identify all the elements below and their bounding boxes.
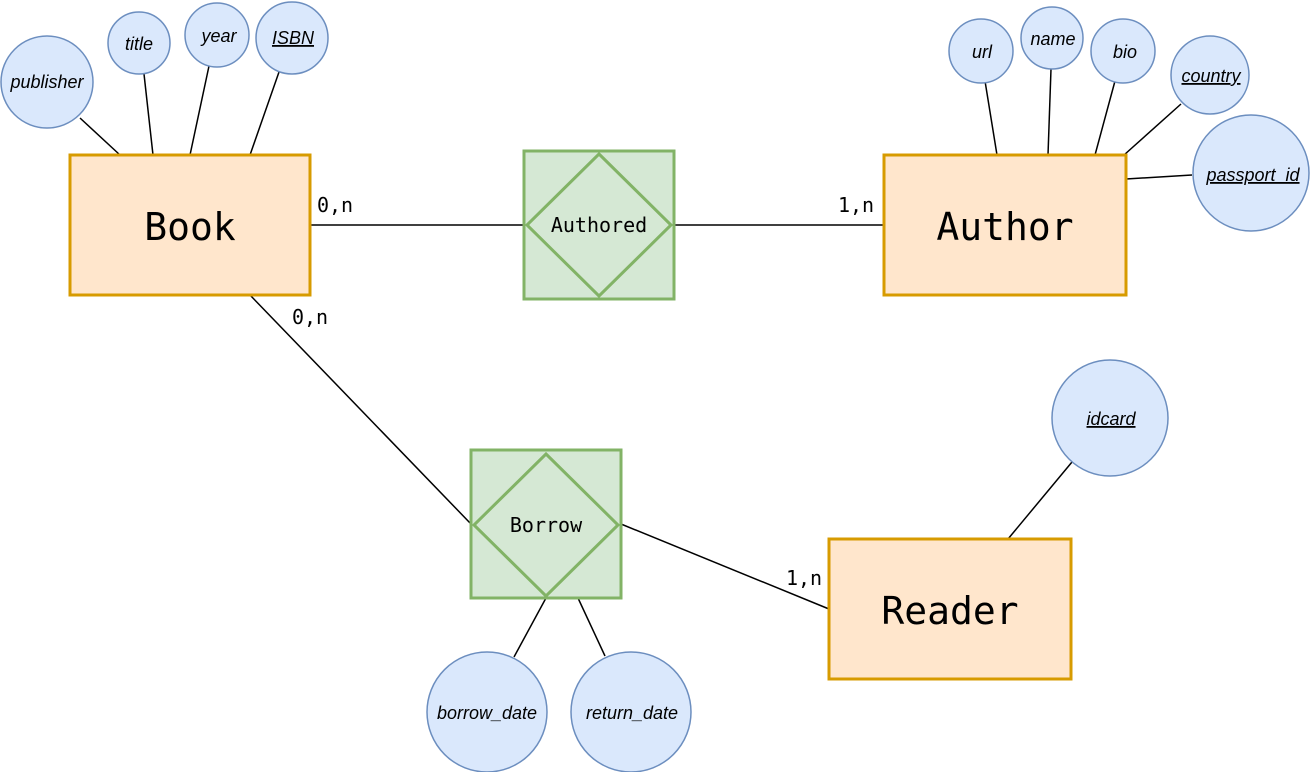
attribute-ellipse bbox=[107, 11, 171, 75]
edge-author-name bbox=[1047, 68, 1052, 156]
attribute-country[interactable]: country bbox=[1170, 35, 1250, 115]
attribute-label: bio bbox=[1113, 42, 1137, 62]
attribute-label-key: country bbox=[1181, 66, 1241, 86]
connector-lines bbox=[79, 65, 1193, 658]
attribute-label-key: idcard bbox=[1086, 409, 1136, 429]
relationship-diamond bbox=[524, 151, 674, 299]
edge-borrow-borrowdate bbox=[513, 597, 547, 658]
relationship-label: Borrow bbox=[510, 513, 583, 537]
edge-book-publisher bbox=[79, 117, 121, 156]
attribute-label: borrow_date bbox=[437, 703, 537, 723]
attribute-label: url bbox=[972, 42, 993, 62]
entity-box bbox=[882, 153, 1128, 297]
edge-author-country bbox=[1123, 103, 1182, 156]
entity-reader[interactable]: Reader bbox=[827, 537, 1073, 681]
attribute-ellipse bbox=[1020, 6, 1084, 70]
entity-author[interactable]: Author bbox=[882, 153, 1128, 297]
entity-box bbox=[68, 153, 312, 297]
attribute-bio[interactable]: bio bbox=[1090, 18, 1156, 84]
attribute-return-date[interactable]: return_date bbox=[570, 651, 692, 772]
edge-borrow-reader bbox=[620, 523, 830, 610]
attribute-isbn[interactable]: ISBN bbox=[255, 1, 329, 75]
attribute-name[interactable]: name bbox=[1020, 6, 1084, 70]
edge-book-borrow bbox=[249, 294, 472, 525]
relationship-diamond bbox=[471, 451, 621, 599]
attribute-label: name bbox=[1030, 29, 1075, 49]
attribute-ellipse bbox=[1051, 359, 1169, 477]
entity-label: Author bbox=[936, 205, 1073, 249]
attribute-ellipse bbox=[184, 2, 250, 68]
attribute-passport-id[interactable]: passport_id bbox=[1192, 114, 1310, 232]
attribute-label: year bbox=[199, 26, 237, 46]
attribute-ellipse bbox=[1192, 114, 1310, 232]
attribute-ellipse bbox=[426, 651, 548, 772]
attribute-label-key: passport_id bbox=[1205, 165, 1300, 185]
attribute-publisher[interactable]: publisher bbox=[0, 35, 94, 129]
edge-author-bio bbox=[1094, 80, 1116, 156]
attribute-idcard[interactable]: idcard bbox=[1051, 359, 1169, 477]
attribute-ellipse bbox=[1170, 35, 1250, 115]
edge-reader-idcard bbox=[1007, 461, 1073, 540]
attribute-year[interactable]: year bbox=[184, 2, 250, 68]
entity-label: Reader bbox=[881, 589, 1018, 633]
edge-author-passport bbox=[1125, 174, 1193, 180]
cardinality-reader-borrow: 1,n bbox=[786, 566, 822, 590]
attribute-title[interactable]: title bbox=[107, 11, 171, 75]
attribute-ellipse bbox=[255, 1, 329, 75]
attribute-ellipse bbox=[0, 35, 94, 129]
attribute-label: return_date bbox=[586, 703, 678, 723]
entity-book[interactable]: Book bbox=[68, 153, 312, 297]
edge-book-year bbox=[189, 65, 210, 156]
relationship-borrow[interactable]: Borrow bbox=[469, 448, 623, 600]
cardinality-author-authored: 1,n bbox=[838, 193, 874, 217]
edge-author-url bbox=[984, 80, 998, 156]
relationship-box bbox=[522, 149, 676, 301]
relationship-label: Authored bbox=[551, 213, 647, 237]
attribute-ellipse bbox=[570, 651, 692, 772]
cardinality-book-borrow: 0,n bbox=[292, 305, 328, 329]
attribute-url[interactable]: url bbox=[948, 18, 1014, 84]
relationship-authored[interactable]: Authored bbox=[522, 149, 676, 301]
attribute-label: title bbox=[125, 34, 153, 54]
relationship-box bbox=[469, 448, 623, 600]
attribute-ellipse bbox=[1090, 18, 1156, 84]
attribute-label: publisher bbox=[9, 72, 84, 92]
entity-box bbox=[827, 537, 1073, 681]
attribute-borrow-date[interactable]: borrow_date bbox=[426, 651, 548, 772]
edge-book-title bbox=[143, 73, 154, 156]
entity-label: Book bbox=[144, 205, 236, 249]
edge-book-isbn bbox=[249, 71, 280, 156]
edge-borrow-returndate bbox=[577, 597, 606, 657]
cardinality-book-authored: 0,n bbox=[317, 193, 353, 217]
attribute-label-key: ISBN bbox=[272, 28, 315, 48]
attribute-ellipse bbox=[948, 18, 1014, 84]
